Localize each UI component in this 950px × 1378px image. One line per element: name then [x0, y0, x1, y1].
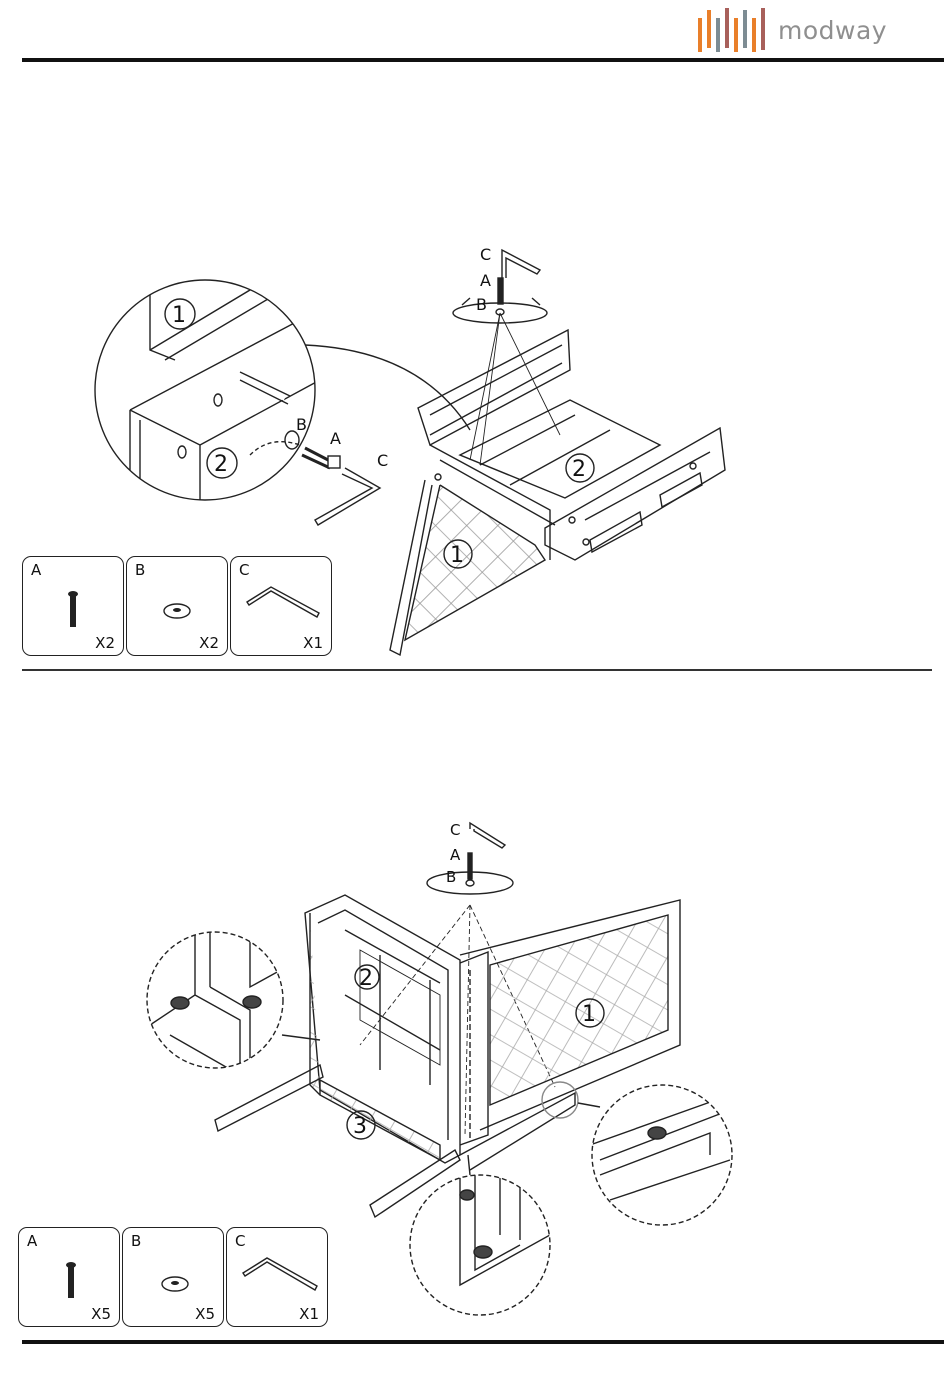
detail-circle — [95, 280, 315, 500]
step1-detail-label-c: C — [377, 451, 388, 470]
step1-top-label-c: C — [480, 245, 491, 264]
step2-parts-list: A X5 B X5 C X1 — [18, 1227, 328, 1327]
step1-top-label-b: B — [476, 295, 487, 314]
step1-top-label-a: A — [480, 271, 491, 290]
step1-main-frame — [390, 330, 725, 655]
brand-name: modway — [778, 16, 887, 45]
step1-part-b: B X2 — [126, 556, 228, 656]
part-qty: X5 — [195, 1305, 215, 1323]
step2-top-label-b: B — [446, 868, 456, 886]
step2-part-c: C X1 — [226, 1227, 328, 1327]
step2-part-a: A X5 — [18, 1227, 120, 1327]
brand-logo: modway — [696, 6, 876, 56]
step2-main-frame — [215, 895, 680, 1217]
step1-detail-label-b: B — [296, 415, 307, 434]
step1-part-a: A X2 — [22, 556, 124, 656]
step1-part-1-label: 1 — [450, 543, 464, 568]
detail-circle-bottom — [410, 1175, 550, 1315]
step2-part-1-label: 1 — [582, 1002, 596, 1027]
step1-parts-list: A X2 B X2 C X1 — [22, 556, 332, 656]
part-qty: X1 — [303, 634, 323, 652]
part-qty: X2 — [95, 634, 115, 652]
step2-top-label-c: C — [450, 821, 460, 839]
step1-part-2-label: 2 — [572, 457, 586, 482]
step-divider — [22, 669, 932, 671]
detail-circle-left — [147, 932, 283, 1068]
detail-part-1-label: 1 — [172, 303, 186, 328]
part-qty: X5 — [91, 1305, 111, 1323]
detail-part-2-label: 2 — [214, 452, 228, 477]
step1-part-c: C X1 — [230, 556, 332, 656]
bottom-divider — [22, 1340, 944, 1344]
brand-bars-icon — [696, 6, 776, 56]
step1-detail-label-a: A — [330, 429, 341, 448]
part-qty: X1 — [299, 1305, 319, 1323]
step2-top-label-a: A — [450, 846, 461, 864]
allen-key-icon — [315, 468, 380, 525]
part-qty: X2 — [199, 634, 219, 652]
step2-part-2-label: 2 — [359, 966, 373, 991]
step2-part-b: B X5 — [122, 1227, 224, 1327]
step2-part-3-label: 3 — [353, 1114, 367, 1139]
top-divider — [22, 58, 944, 62]
